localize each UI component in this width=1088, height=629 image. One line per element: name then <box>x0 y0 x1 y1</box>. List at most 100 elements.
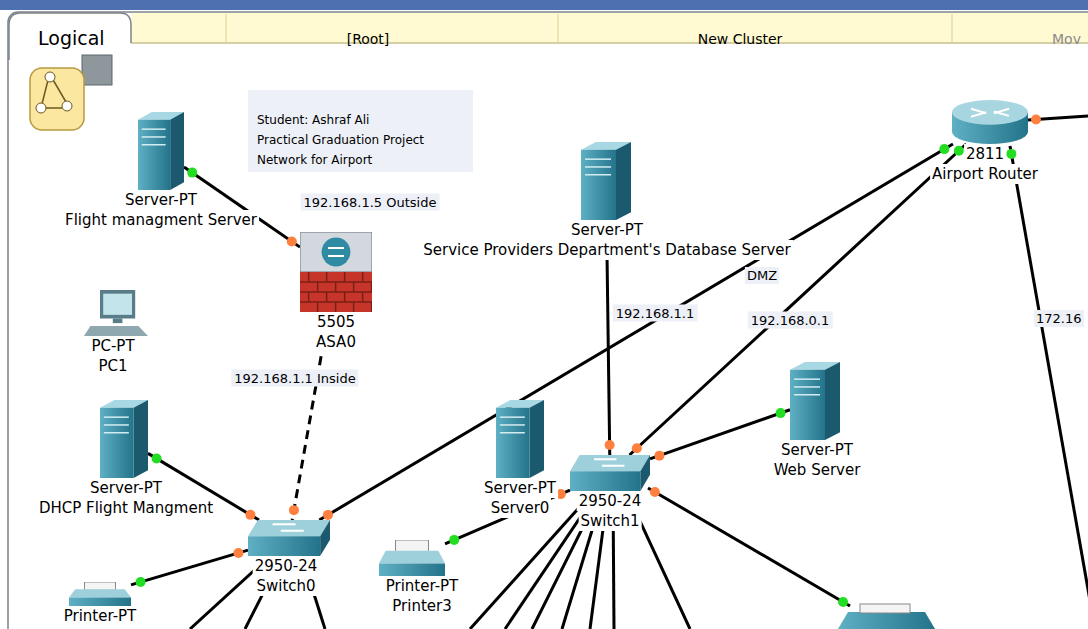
title-strip <box>0 0 1088 10</box>
tab-title: Mov <box>1052 30 1081 48</box>
device-model: 2811 <box>964 144 1006 164</box>
note-text: Student: Ashraf Ali <box>255 112 371 128</box>
icon-part <box>69 598 131 606</box>
icon-part <box>322 238 351 267</box>
tab-title: New Cluster <box>698 30 783 48</box>
ip-label: 172.16 <box>1034 310 1084 327</box>
port-light <box>632 443 642 453</box>
tab-divider <box>952 14 953 43</box>
port-light <box>289 505 299 515</box>
server-icon <box>138 112 184 190</box>
device-name: Server0 <box>489 498 552 518</box>
device-name: Switch1 <box>578 511 641 531</box>
device-caption: PC-PTPC1 <box>89 336 136 376</box>
device-model: Printer-PT <box>384 576 461 596</box>
printer-icon <box>379 540 445 576</box>
server-device: Server-PTWeb Server <box>790 362 840 440</box>
port-light <box>1006 149 1016 159</box>
server-device: Server-PTServer0 <box>496 400 544 478</box>
device-model: 5505 <box>315 312 357 332</box>
device-caption: Printer-PTPrinter3 <box>384 576 461 616</box>
icon-part <box>794 378 820 380</box>
icon-part <box>317 302 319 312</box>
device-caption: Server-PTDHCP Flight Mangment <box>37 478 215 518</box>
icon-part <box>69 589 131 597</box>
icon-part <box>371 302 372 312</box>
icon-part <box>530 400 544 478</box>
device-model: Server-PT <box>123 190 199 210</box>
icon-part <box>371 282 372 292</box>
device-model: Server-PT <box>569 220 645 240</box>
icon-part <box>100 290 135 319</box>
icon-part <box>952 100 1028 125</box>
device-caption: 2950-24Switch0 <box>253 556 320 596</box>
device-caption: Printer-PT <box>62 606 139 626</box>
logical-icon <box>30 68 84 130</box>
icon-part <box>500 424 525 426</box>
asa-icon <box>300 232 372 312</box>
icon-part <box>85 582 116 590</box>
link-address: 192.168.0.1 <box>748 312 833 329</box>
server-icon <box>581 142 631 220</box>
link-address: 192.168.1.5 Outside <box>301 194 440 211</box>
icon-part <box>344 292 346 302</box>
icon-part <box>379 563 445 576</box>
network-link <box>445 490 570 544</box>
router-device: 2811Airport Router <box>952 100 1028 144</box>
logical-tab <box>9 13 131 60</box>
port-light <box>654 451 664 461</box>
printer-device: Printer-PTPrinter3 <box>379 540 445 576</box>
icon-part <box>308 292 310 302</box>
printer-body <box>838 612 935 629</box>
icon-part <box>300 272 372 312</box>
icon-part <box>362 272 364 282</box>
network-link <box>1010 146 1088 629</box>
port-light <box>650 487 660 497</box>
port-light <box>605 440 615 450</box>
port-light <box>136 577 146 587</box>
logical-icon-glyph <box>36 103 46 113</box>
note-text: Network for Airport <box>255 152 374 168</box>
icon-part <box>585 166 611 168</box>
icon-part <box>971 109 1009 117</box>
pc-device: PC-PTPC1 <box>84 290 148 336</box>
device-name: Printer3 <box>390 596 453 616</box>
port-light <box>449 535 459 545</box>
icon-part <box>308 272 310 282</box>
network-link <box>131 550 248 585</box>
icon-part <box>335 302 337 312</box>
port-light <box>245 510 255 520</box>
icon-part <box>794 394 820 396</box>
workspace-frame <box>8 12 1088 629</box>
icon-part <box>317 282 319 292</box>
icon-part <box>570 455 650 471</box>
icon-part <box>825 362 840 440</box>
tab-title: [Root] <box>347 30 390 48</box>
tab-divider <box>558 14 559 43</box>
switch-icon <box>570 455 650 491</box>
icon-part <box>500 416 525 418</box>
tab-divider <box>226 14 227 43</box>
port-light <box>287 236 297 246</box>
network-link <box>650 410 790 459</box>
icon-part <box>581 150 616 220</box>
device-name: Service Providers Department's Database … <box>421 240 793 260</box>
tab-bar <box>131 13 1088 43</box>
device-name: Flight managment Server <box>63 210 259 230</box>
server-device: Server-PTDHCP Flight Mangment <box>100 400 148 478</box>
icon-part <box>585 174 611 176</box>
port-light <box>838 597 848 607</box>
device-caption: Server-PTFlight managment Server <box>63 190 259 230</box>
icon-part <box>362 292 364 302</box>
port-light <box>1031 114 1041 124</box>
icon-part <box>585 158 611 160</box>
icon-part <box>103 294 132 315</box>
icon-part <box>142 128 166 130</box>
note-text: Practical Graduation Project <box>255 132 426 148</box>
icon-part <box>790 370 825 440</box>
server-icon <box>496 400 544 478</box>
icon-part <box>326 272 328 282</box>
printer-partial <box>838 604 935 629</box>
icon-part <box>104 424 129 426</box>
